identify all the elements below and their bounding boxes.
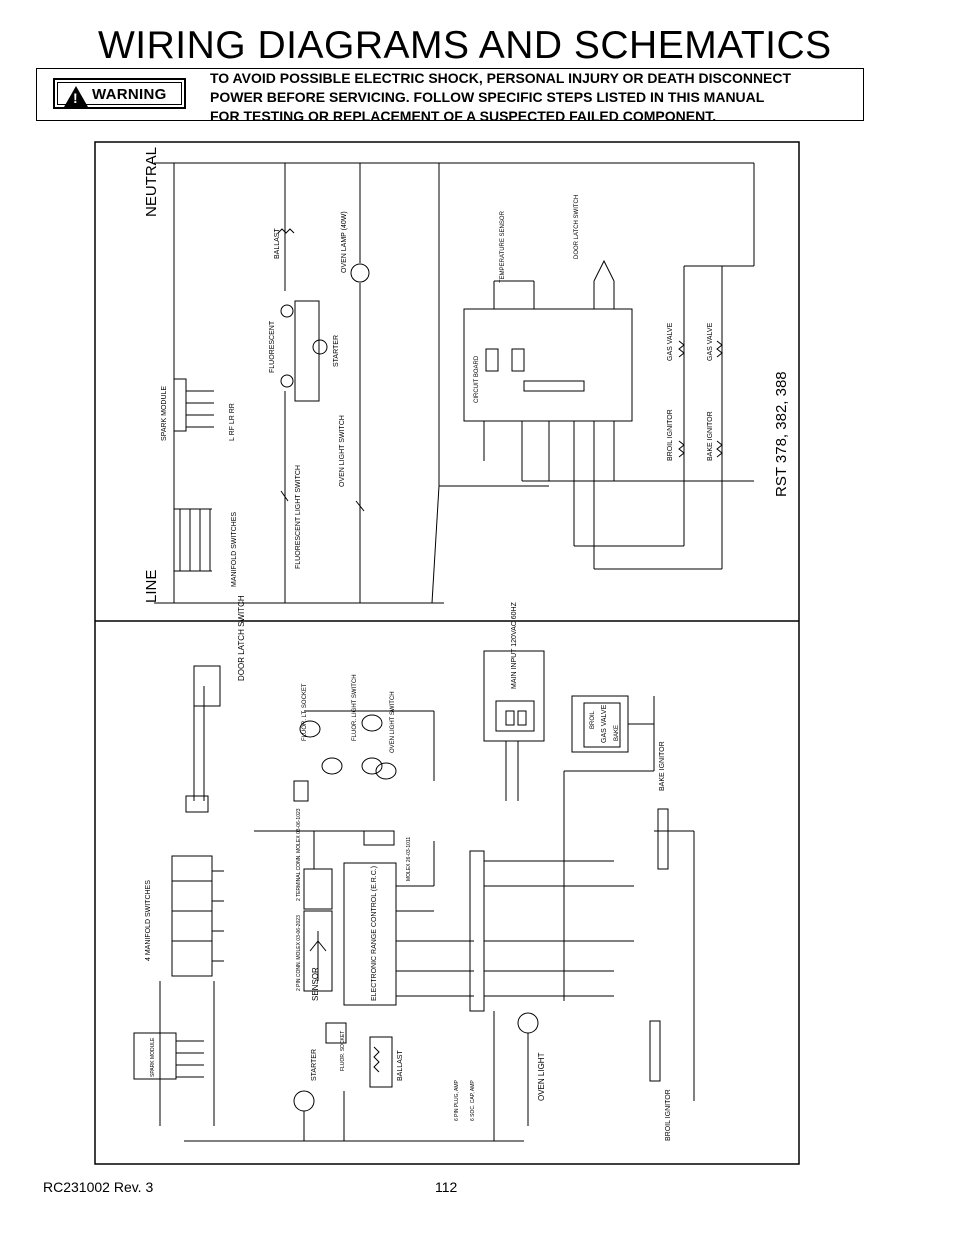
schematic-labels: NEUTRAL LINE RST 378, 382, 388 BALLAST O… xyxy=(143,147,790,603)
wiring-diagram-lines xyxy=(133,650,695,1142)
warning-banner: ! WARNING TO AVOID POSSIBLE ELECTRIC SHO… xyxy=(36,68,864,124)
erc-label: ELECTRONIC RANGE CONTROL (E.R.C.) xyxy=(371,866,378,1001)
page-number: 112 xyxy=(435,1179,458,1195)
line-label: LINE xyxy=(143,570,160,603)
plug-6pin-label: 6 PIN PLUG, AMP xyxy=(454,1079,460,1121)
fluor-lt-socket-label: FLUOR. LT. SOCKET xyxy=(302,683,308,741)
oven-lamp-label: OVEN LAMP (40W) xyxy=(341,211,348,273)
starter-label: STARTER xyxy=(333,335,340,367)
schematic-diagram xyxy=(154,162,755,604)
gas-valve-label: GAS VALVE xyxy=(667,322,674,361)
oven-light-switch-label-2: OVEN LIGHT SWITCH xyxy=(390,691,396,753)
door-latch-label: DOOR LATCH SWITCH xyxy=(237,595,246,681)
broil-ignitor-label: BROIL IGNITOR xyxy=(667,409,674,461)
warning-line: TO AVOID POSSIBLE ELECTRIC SHOCK, PERSON… xyxy=(210,70,792,86)
spark-module-wiring-label: SPARK MODULE xyxy=(150,1037,156,1077)
warning-badge: ! WARNING xyxy=(53,78,186,109)
circuit-board-label: CIRCUIT BOARD xyxy=(474,355,480,403)
fluor-light-switch-label: FLUOR. LIGHT SWITCH xyxy=(352,674,358,741)
starter-wiring-label: STARTER xyxy=(311,1049,318,1081)
neutral-label: NEUTRAL xyxy=(143,147,160,217)
fluorescent-label: FLUORESCENT xyxy=(269,320,276,373)
fluor-socket-label: FLUOR. SOCKET xyxy=(340,1031,346,1071)
ballast-label: BALLAST xyxy=(274,228,281,259)
oven-light-switch-label: OVEN LIGHT SWITCH xyxy=(339,415,346,487)
gas-valve-wiring-label: GAS VALVE xyxy=(601,704,608,743)
plug-6soc-label: 6 SOC. CAP, AMP xyxy=(470,1080,476,1121)
bake-label: BAKE xyxy=(614,725,620,741)
fluorescent-light-switch-label: FLUORESCENT LIGHT SWITCH xyxy=(295,465,302,569)
spark-module-label: SPARK MODULE xyxy=(161,386,168,441)
temperature-sensor-label: TEMPERATURE SENSOR xyxy=(500,210,506,283)
model-label: RST 378, 382, 388 xyxy=(773,371,790,497)
conn-2term-label: 2 TERMINAL CONN. MOLEX 03-06-1023 xyxy=(296,808,302,901)
molex-26-label: MOLEX 26-03-1011 xyxy=(406,837,412,881)
page-title: WIRING DIAGRAMS AND SCHEMATICS xyxy=(98,24,832,67)
wiring-diagram: NEUTRAL LINE RST 378, 382, 388 BALLAST O… xyxy=(94,141,800,1165)
exclamation-icon: ! xyxy=(73,90,78,106)
bake-ignitor-label: BAKE IGNITOR xyxy=(707,411,714,461)
broil-label: BROIL xyxy=(590,710,596,729)
sensor-label: SENSOR xyxy=(311,967,320,1001)
broil-ignitor-wiring-label: BROIL IGNITOR xyxy=(665,1089,672,1141)
main-input-label: MAIN INPUT 120VAC 60HZ xyxy=(511,601,518,689)
wiring-labels: DOOR LATCH SWITCH FLUOR. LT. SOCKET FLUO… xyxy=(145,595,672,1141)
conn-2pin-label: 2 PIN CONN. MOLEX 03-06-2023 xyxy=(296,915,302,991)
manifold-switches-wiring-label: 4 MANIFOLD SWITCHES xyxy=(145,880,152,961)
door-latch-switch-label: DOOR LATCH SWITCH xyxy=(574,195,580,259)
warning-badge-label: WARNING xyxy=(92,86,167,103)
warning-line: FOR TESTING OR REPLACEMENT OF A SUSPECTE… xyxy=(210,108,717,124)
warning-triangle-icon xyxy=(64,86,88,107)
oven-light-wiring-label: OVEN LIGHT xyxy=(537,1052,546,1101)
document-id: RC231002 Rev. 3 xyxy=(43,1179,154,1195)
spark-pins-label: L RF LR RR xyxy=(229,403,236,441)
manifold-switches-label: MANIFOLD SWITCHES xyxy=(231,512,238,587)
bake-ignitor-wiring-label: BAKE IGNITOR xyxy=(659,741,666,791)
warning-line: POWER BEFORE SERVICING. FOLLOW SPECIFIC … xyxy=(210,89,765,105)
warning-text: TO AVOID POSSIBLE ELECTRIC SHOCK, PERSON… xyxy=(210,69,860,126)
ballast-wiring-label: BALLAST xyxy=(397,1050,404,1081)
gas-valve-label-2: GAS VALVE xyxy=(707,322,714,361)
